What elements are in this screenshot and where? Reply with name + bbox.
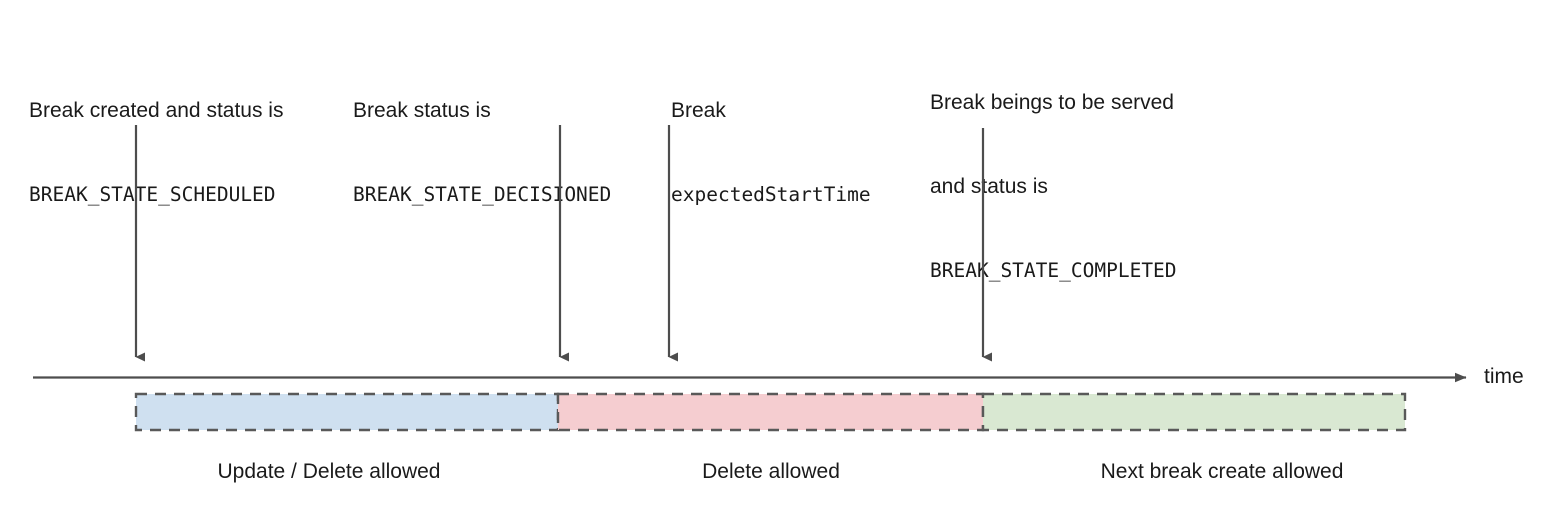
annotation-line: Break <box>671 99 726 122</box>
phase-bars <box>134 392 1407 432</box>
phase-bar-delete-allowed <box>556 392 985 432</box>
annotation-line: Break beings to be served <box>930 91 1174 114</box>
annotation-break-decisioned: Break status is BREAK_STATE_DECISIONED <box>353 41 611 265</box>
caption-delete-allowed: Delete allowed <box>702 460 840 483</box>
annotation-line: Break created and status is <box>29 99 284 122</box>
annotation-line: and status is <box>930 175 1048 198</box>
event-pointer-arrows <box>134 125 992 362</box>
annotation-line: Break status is <box>353 99 491 122</box>
caption-update-delete-allowed: Update / Delete allowed <box>217 460 441 483</box>
phase-bar-update-delete-allowed <box>134 392 560 432</box>
phase-bar-next-break-create-allowed <box>981 392 1407 432</box>
annotation-break-created-scheduled: Break created and status is BREAK_STATE_… <box>29 41 283 265</box>
annotation-line-constant: BREAK_STATE_SCHEDULED <box>29 183 276 206</box>
caption-next-break-create-allowed: Next break create allowed <box>1100 460 1344 483</box>
annotation-line-constant: expectedStartTime <box>671 183 871 206</box>
time-axis-label: time <box>1484 365 1524 388</box>
annotation-break-completed: Break beings to be served and status is … <box>930 33 1177 341</box>
annotation-line-constant: BREAK_STATE_DECISIONED <box>353 183 612 206</box>
annotation-break-expected-start-time: Break expectedStartTime <box>671 41 871 265</box>
annotation-line-constant: BREAK_STATE_COMPLETED <box>930 259 1177 282</box>
